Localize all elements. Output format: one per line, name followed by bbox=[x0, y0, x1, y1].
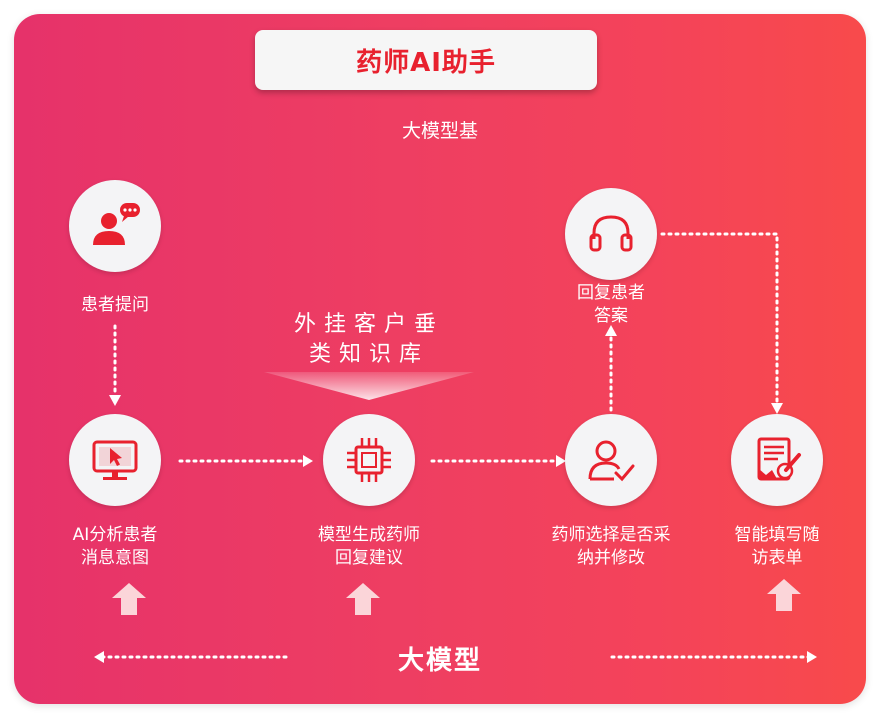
plugin-line-1: 外挂客户垂 bbox=[293, 312, 444, 337]
node-ai-analysis bbox=[69, 414, 161, 506]
arrowhead-right-2 bbox=[556, 455, 566, 467]
arrowhead-left-bottom bbox=[94, 651, 104, 663]
plugin-knowledge-label: 外挂客户垂 类知识库 bbox=[264, 310, 474, 370]
label-ai-analysis-line-2: 消息意图 bbox=[81, 548, 149, 568]
node-reply-patient bbox=[565, 188, 657, 280]
foundation-title: 大模型 bbox=[397, 646, 482, 676]
form-edit-icon bbox=[757, 437, 801, 481]
user-speech-icon bbox=[93, 203, 140, 245]
page-subtitle: 大模型基 bbox=[401, 120, 478, 142]
user-check-icon bbox=[588, 440, 635, 482]
title-box: 药师AI助手 bbox=[255, 30, 597, 90]
label-patient-question: 患者提问 bbox=[81, 295, 149, 315]
headset-icon bbox=[589, 215, 633, 252]
chip-icon bbox=[347, 438, 391, 482]
label-model-suggestion-line-1: 模型生成药师 bbox=[318, 525, 420, 545]
label-reply-patient-line-2: 答案 bbox=[594, 306, 628, 326]
label-pharmacist-select: 药师选择是否采 纳并修改 bbox=[521, 524, 701, 570]
connector-reply-to-form bbox=[660, 232, 779, 406]
label-smart-form-line-1: 智能填写随 bbox=[734, 525, 820, 545]
label-model-suggestion-line-2: 回复建议 bbox=[335, 548, 403, 568]
label-reply-patient: 回复患者 答案 bbox=[521, 282, 701, 328]
label-pharmacist-select-line-2: 纳并修改 bbox=[577, 548, 645, 568]
node-patient-question bbox=[69, 180, 161, 272]
label-smart-form: 智能填写随 访表单 bbox=[687, 524, 866, 570]
node-model-suggestion bbox=[323, 414, 415, 506]
page-title: 药师AI助手 bbox=[356, 47, 496, 78]
arrowhead-down-2 bbox=[771, 403, 783, 414]
label-smart-form-line-2: 访表单 bbox=[751, 548, 803, 568]
plugin-funnel-shape bbox=[264, 372, 474, 400]
arrowhead-down-1 bbox=[109, 395, 121, 406]
node-smart-form bbox=[731, 414, 823, 506]
plugin-line-2: 类知识库 bbox=[308, 342, 429, 367]
arrowhead-up-1 bbox=[605, 325, 617, 336]
monitor-cursor-icon bbox=[92, 440, 138, 480]
connector-layer bbox=[94, 232, 817, 663]
arrow-up-icon bbox=[767, 579, 801, 611]
label-pharmacist-select-line-1: 药师选择是否采 bbox=[551, 525, 671, 545]
arrow-up-icon bbox=[346, 583, 380, 615]
label-ai-analysis-line-1: AI分析患者 bbox=[72, 525, 158, 545]
arrowhead-right-bottom bbox=[807, 651, 817, 663]
label-reply-patient-line-1: 回复患者 bbox=[577, 283, 645, 303]
label-model-suggestion: 模型生成药师 回复建议 bbox=[279, 524, 459, 570]
diagram-panel: 药师AI助手 大模型基 外挂客户垂 类知识库 患者提问 bbox=[14, 14, 866, 704]
label-ai-analysis: AI分析患者 消息意图 bbox=[25, 524, 205, 570]
node-pharmacist-select bbox=[565, 414, 657, 506]
arrowhead-right-1 bbox=[303, 455, 313, 467]
arrow-up-icon bbox=[112, 583, 146, 615]
